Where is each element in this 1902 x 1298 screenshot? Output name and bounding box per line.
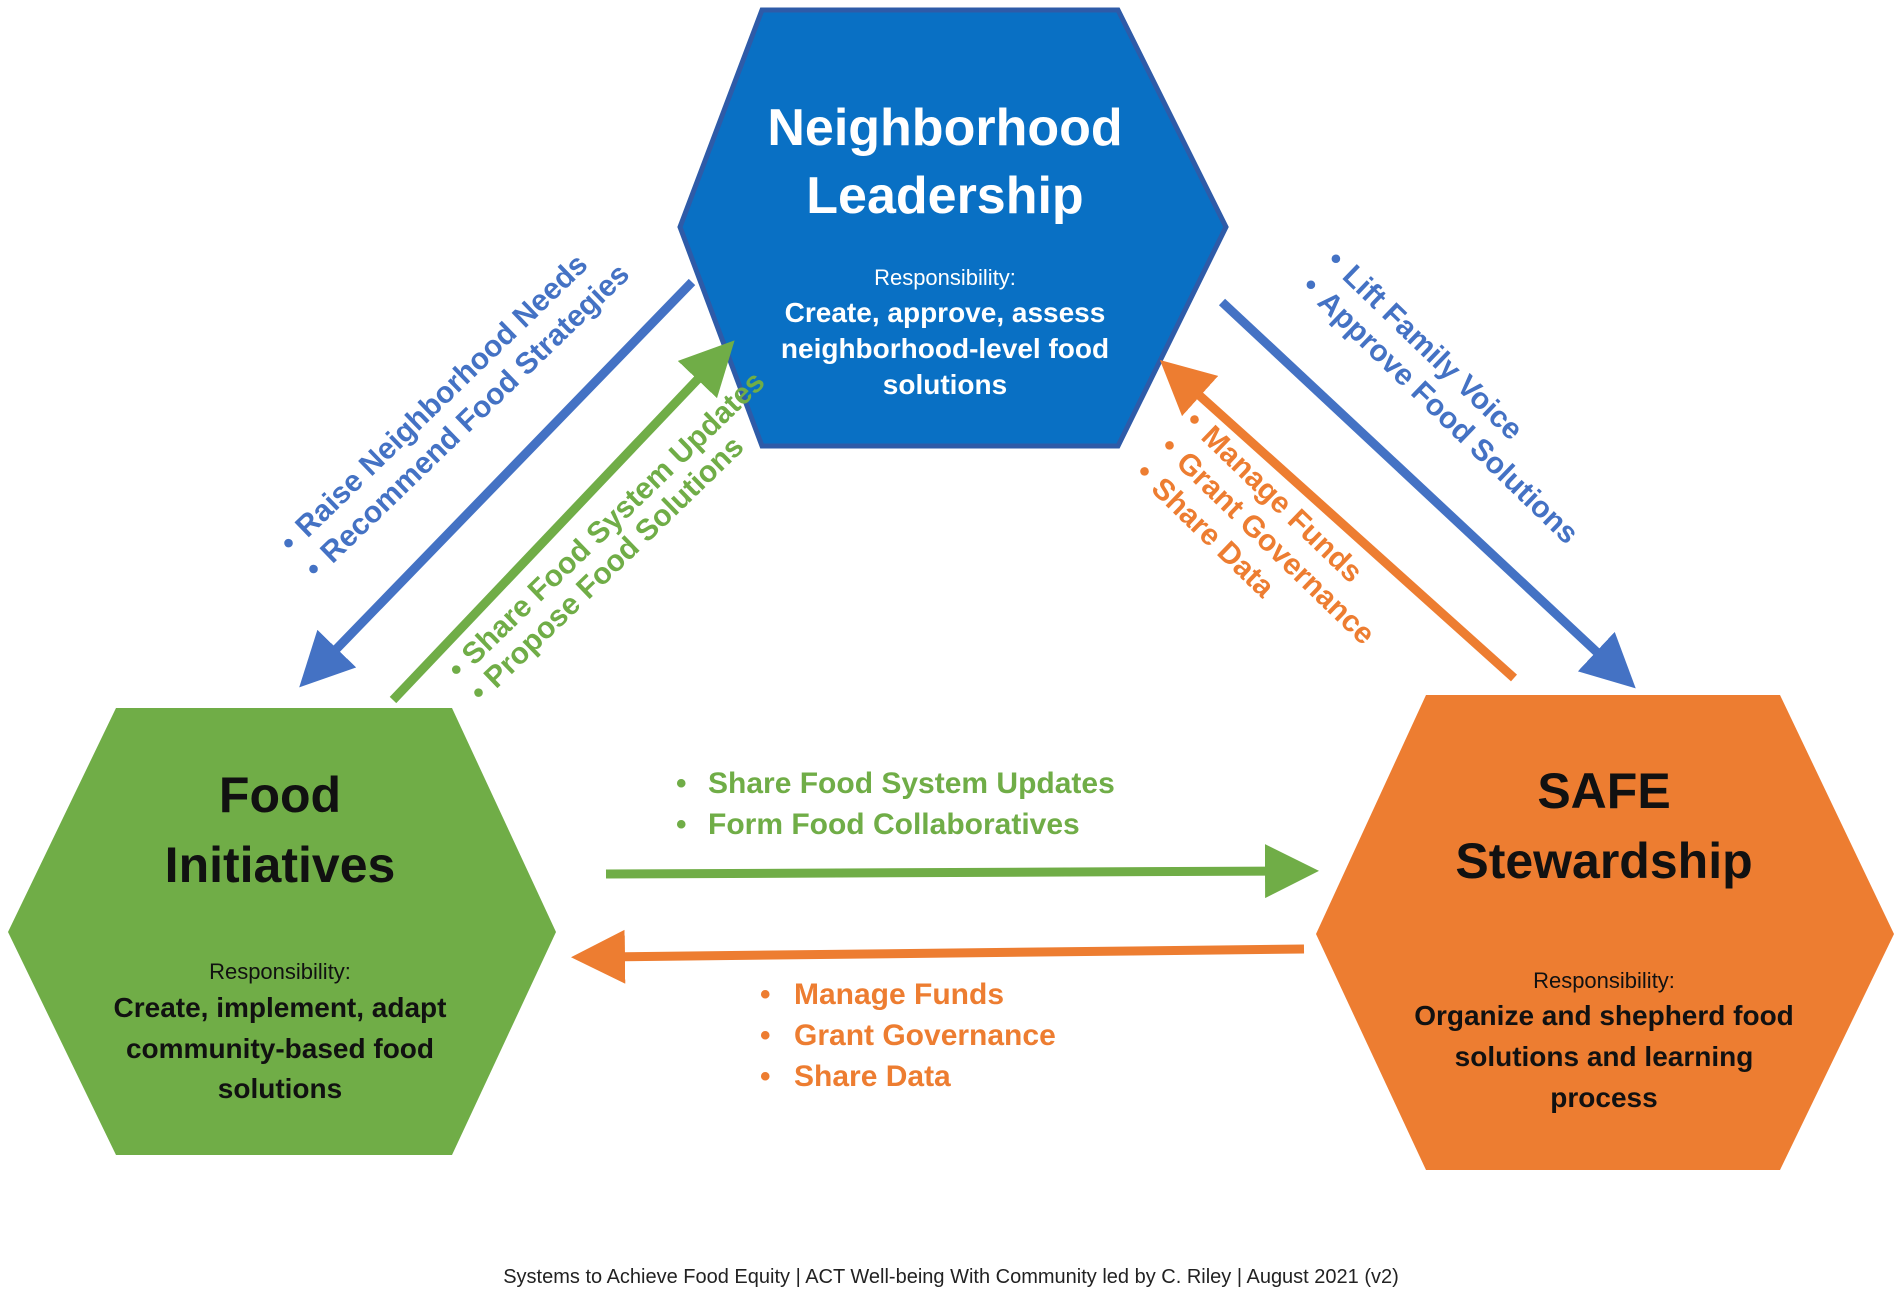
flow-bullet: • bbox=[1295, 269, 1325, 300]
flow-label-share-updates: Share Food System Updates bbox=[456, 365, 772, 671]
flow-bullet: • bbox=[760, 1060, 771, 1093]
flow-bullet: • bbox=[1320, 244, 1350, 275]
node-safe-stewardship: SAFE Stewardship Responsibility: Organiz… bbox=[1316, 695, 1894, 1170]
flow-bullet: • bbox=[274, 528, 304, 559]
flow-bullet: • bbox=[676, 767, 687, 800]
flow-label-form-collaboratives: Form Food Collaboratives bbox=[708, 808, 1080, 841]
flow-label-share-updates-horizontal: Share Food System Updates bbox=[708, 767, 1115, 800]
footer-caption: Systems to Achieve Food Equity | ACT Wel… bbox=[503, 1266, 1399, 1288]
flow-labels-stewardship-to-initiatives: • Manage Funds • Grant Governance • Shar… bbox=[760, 978, 1056, 1093]
flow-bullet: • bbox=[676, 808, 687, 841]
leadership-title-line2: Leadership bbox=[806, 167, 1083, 225]
flow-labels-initiatives-to-stewardship: • Share Food System Updates • Form Food … bbox=[676, 767, 1115, 841]
stewardship-responsibility-line2: solutions and learning bbox=[1455, 1041, 1754, 1072]
flow-label-raise-needs: Raise Neighborhood Needs bbox=[289, 248, 594, 544]
stewardship-title-line1: SAFE bbox=[1537, 763, 1670, 819]
flow-bullet: • bbox=[1179, 404, 1209, 435]
flow-bullet: • bbox=[299, 554, 329, 585]
flow-bullet: • bbox=[760, 978, 771, 1011]
stewardship-title-line2: Stewardship bbox=[1455, 833, 1752, 889]
flow-bullet: • bbox=[760, 1019, 771, 1052]
leadership-title-line1: Neighborhood bbox=[767, 99, 1122, 157]
hexagon-shape-orange bbox=[1316, 695, 1894, 1170]
arrow-leadership-to-stewardship bbox=[1218, 298, 1636, 689]
flow-label-share-data-horizontal: Share Data bbox=[794, 1060, 951, 1093]
hexagon-shape-blue bbox=[677, 7, 1229, 449]
leadership-responsibility-label: Responsibility: bbox=[874, 265, 1016, 290]
initiatives-responsibility-line2: community-based food bbox=[126, 1033, 434, 1064]
arrow-stewardship-to-leadership bbox=[1159, 359, 1518, 682]
arrow-leadership-to-initiatives bbox=[299, 278, 696, 688]
leadership-responsibility-line3: solutions bbox=[883, 369, 1007, 400]
initiatives-responsibility-label: Responsibility: bbox=[209, 959, 351, 984]
arrow-initiatives-to-leadership bbox=[389, 340, 735, 704]
stewardship-responsibility-line3: process bbox=[1550, 1082, 1657, 1113]
flow-label-manage-funds-horizontal: Manage Funds bbox=[794, 978, 1004, 1011]
arrow-stewardship-to-initiatives bbox=[571, 929, 1305, 984]
initiatives-title-line2: Initiatives bbox=[165, 837, 396, 893]
flow-labels-leadership-to-stewardship: • Lift Family Voice • Approve Food Solut… bbox=[1295, 244, 1584, 551]
initiatives-responsibility-line3: solutions bbox=[218, 1073, 342, 1104]
flow-bullet: • bbox=[1154, 430, 1184, 461]
leadership-responsibility-line1: Create, approve, assess bbox=[785, 297, 1106, 328]
initiatives-responsibility-line1: Create, implement, adapt bbox=[114, 992, 447, 1023]
node-neighborhood-leadership: Neighborhood Leadership Responsibility: … bbox=[677, 7, 1229, 449]
initiatives-title-line1: Food bbox=[219, 767, 341, 823]
hexagon-shape-green bbox=[8, 708, 556, 1155]
flow-label-grant-governance-horizontal: Grant Governance bbox=[794, 1019, 1056, 1052]
flow-bullet: • bbox=[1129, 456, 1159, 487]
stewardship-responsibility-line1: Organize and shepherd food bbox=[1414, 1000, 1794, 1031]
stewardship-responsibility-label: Responsibility: bbox=[1533, 968, 1675, 993]
node-food-initiatives: Food Initiatives Responsibility: Create,… bbox=[8, 708, 556, 1155]
leadership-responsibility-line2: neighborhood-level food bbox=[781, 333, 1109, 364]
arrow-initiatives-to-stewardship bbox=[605, 844, 1319, 899]
